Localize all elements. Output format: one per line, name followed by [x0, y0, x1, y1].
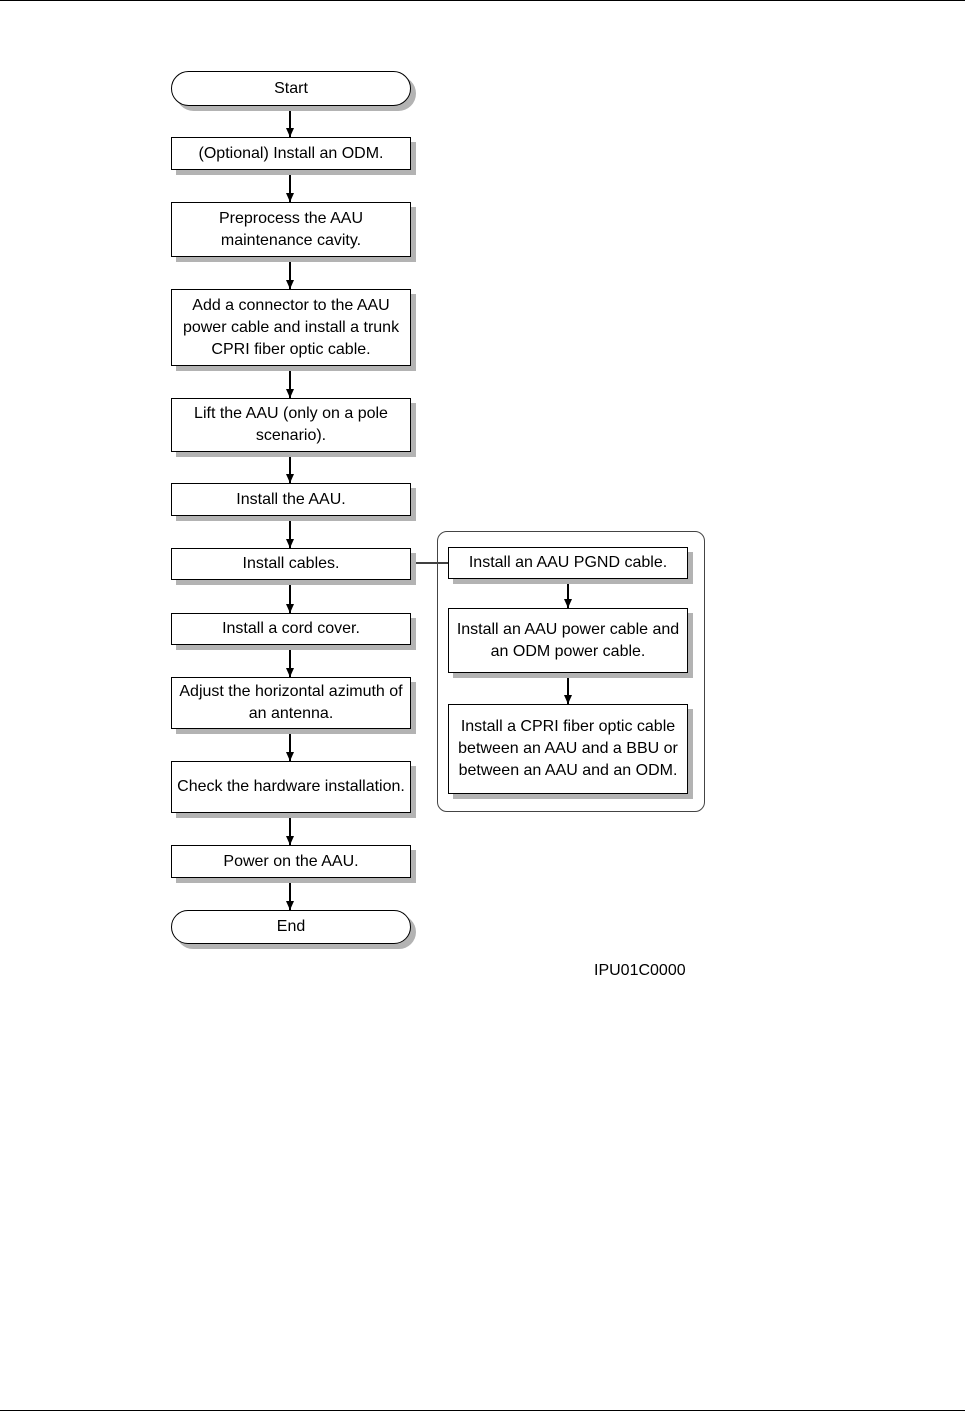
step-add-connector: Add a connector to the AAU power cable a… — [171, 289, 411, 366]
end-terminal: End — [171, 910, 411, 944]
step-adjust-azimuth: Adjust the horizontal azimuth of an ante… — [171, 677, 411, 729]
cable-substeps-group — [437, 531, 705, 812]
step-check-hardware: Check the hardware installation. — [171, 761, 411, 813]
substep-cpri-cable: Install a CPRI fiber optic cable between… — [448, 704, 688, 794]
start-terminal: Start — [171, 71, 411, 106]
step-lift-aau: Lift the AAU (only on a pole scenario). — [171, 398, 411, 452]
footer-rule — [0, 1410, 965, 1411]
header-rule — [0, 0, 965, 1]
step-power-on: Power on the AAU. — [171, 845, 411, 878]
substep-pgnd-cable: Install an AAU PGND cable. — [448, 547, 688, 579]
figure-id: IPU01C0000 — [594, 962, 686, 979]
step-preprocess-cavity: Preprocess the AAU maintenance cavity. — [171, 202, 411, 257]
step-install-cables: Install cables. — [171, 548, 411, 580]
step-install-odm: (Optional) Install an ODM. — [171, 137, 411, 170]
step-cord-cover: Install a cord cover. — [171, 613, 411, 645]
step-install-aau: Install the AAU. — [171, 483, 411, 516]
substep-power-cable: Install an AAU power cable and an ODM po… — [448, 608, 688, 673]
